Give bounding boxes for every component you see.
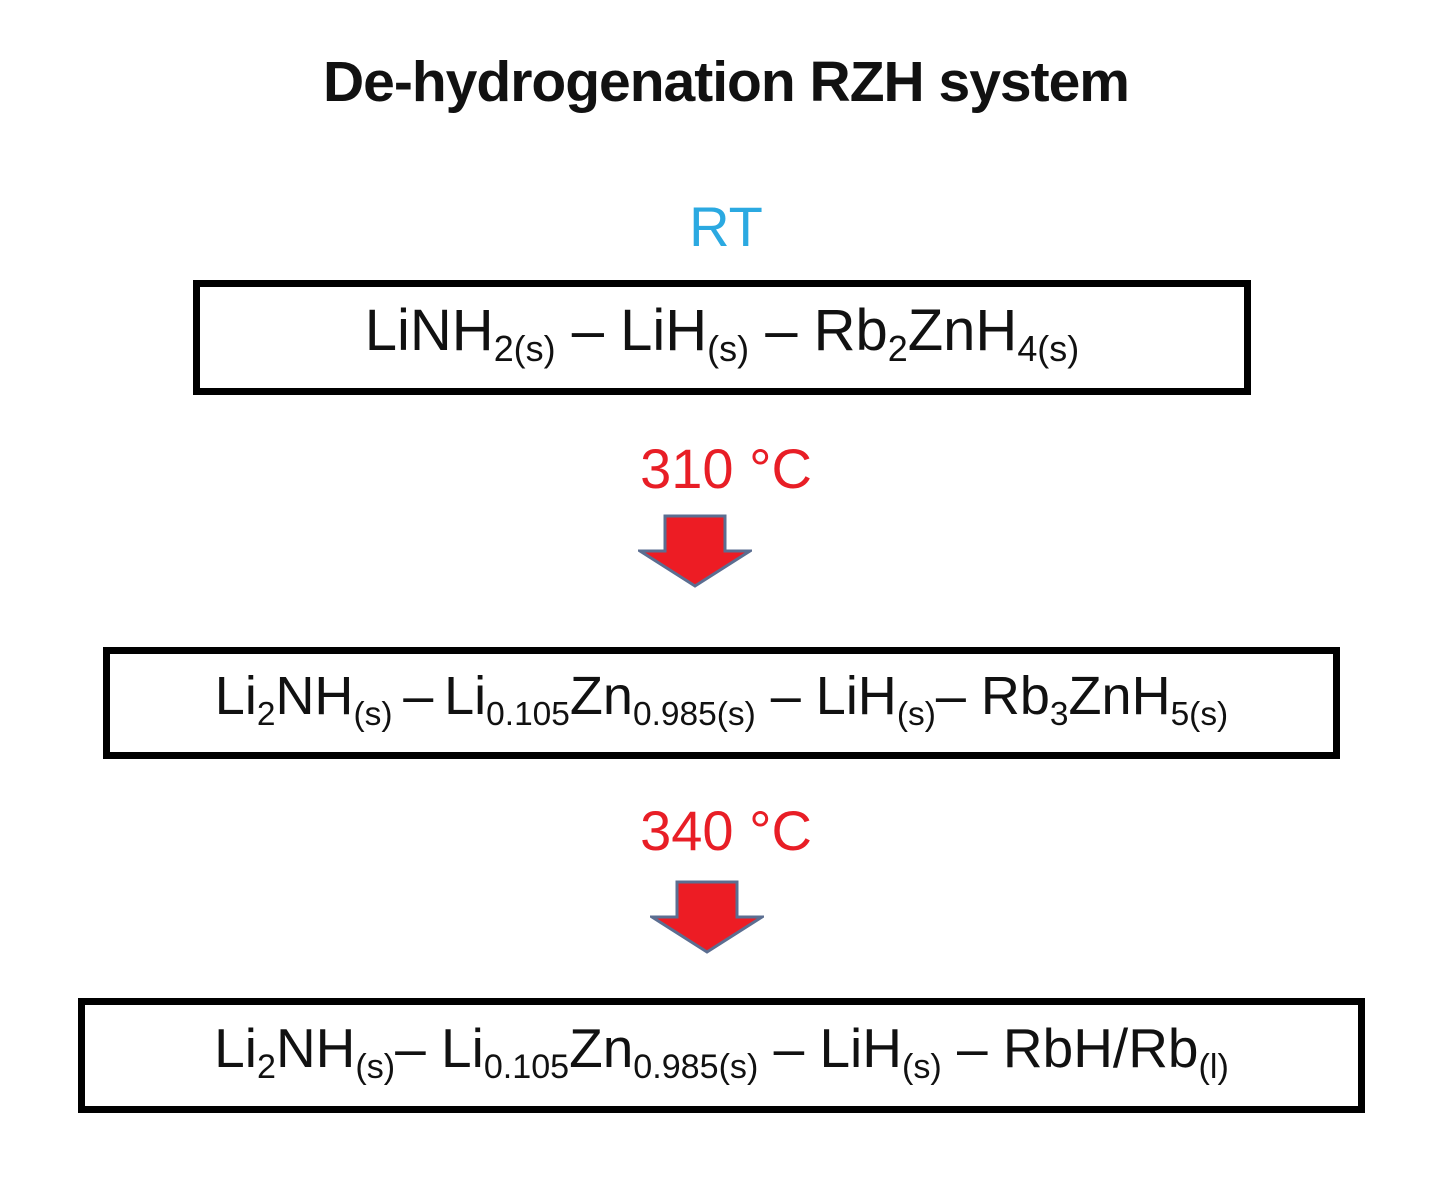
temperature-label-310c: 310 °C: [640, 437, 812, 500]
stage-box-2: Li2NH(s) – Li0.105Zn0.985(s) – LiH(s)– R…: [103, 647, 1340, 759]
diagram-title: De-hydrogenation RZH system: [323, 50, 1130, 114]
stage-2-formula: Li2NH(s) – Li0.105Zn0.985(s) – LiH(s)– R…: [214, 666, 1229, 733]
rt-condition-label: RT: [689, 195, 763, 258]
down-arrow-icon: [650, 880, 764, 954]
down-arrow-icon: [638, 514, 752, 588]
stage-box-1: LiNH2(s) – LiH(s) – Rb2ZnH4(s): [193, 280, 1251, 395]
stage-3-formula: Li2NH(s)– Li0.105Zn0.985(s) – LiH(s) – R…: [214, 1017, 1229, 1086]
stage-1-formula: LiNH2(s) – LiH(s) – Rb2ZnH4(s): [364, 297, 1080, 369]
temperature-label-340c: 340 °C: [640, 799, 812, 862]
stage-box-3: Li2NH(s)– Li0.105Zn0.985(s) – LiH(s) – R…: [78, 998, 1365, 1113]
